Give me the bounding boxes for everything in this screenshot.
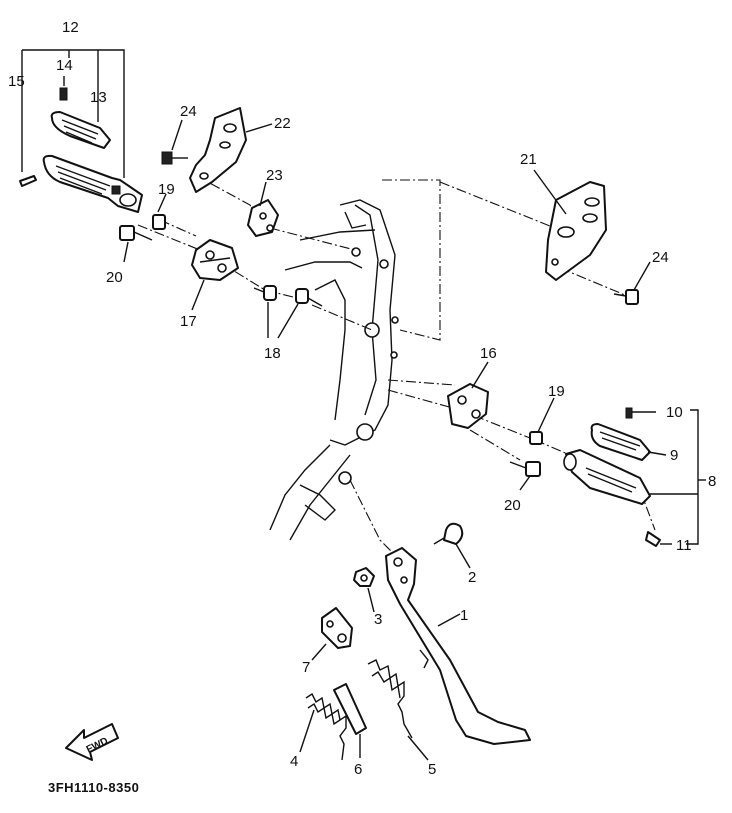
callout-18: 18 xyxy=(264,345,281,362)
callout-19-upper: 19 xyxy=(158,181,175,198)
callout-17: 17 xyxy=(180,313,197,330)
callout-labels: 1 2 3 4 5 6 7 8 9 10 11 12 13 14 15 16 1… xyxy=(8,19,716,778)
callout-2: 2 xyxy=(468,569,476,586)
footrest-13 xyxy=(50,111,111,149)
callout-1: 1 xyxy=(460,607,468,624)
callout-16: 16 xyxy=(480,345,497,362)
callout-19-lower: 19 xyxy=(548,383,565,400)
bracket-17 xyxy=(191,239,239,281)
footrest-12 xyxy=(42,154,143,213)
callout-15: 15 xyxy=(8,73,25,90)
bolts-18 xyxy=(253,285,323,307)
plate-7 xyxy=(321,607,353,649)
pin-11 xyxy=(645,531,661,547)
forward-arrow-icon: FWD xyxy=(65,723,119,761)
callout-9: 9 xyxy=(670,447,678,464)
callout-20-upper: 20 xyxy=(106,269,123,286)
bracket-22 xyxy=(189,107,247,193)
pin-15 xyxy=(19,175,37,187)
sleeve-6 xyxy=(333,683,367,735)
callout-12: 12 xyxy=(62,19,79,36)
spring-4 xyxy=(305,692,347,761)
callout-24-upper: 24 xyxy=(180,103,197,120)
callout-8: 8 xyxy=(708,473,716,490)
footrest-8 xyxy=(563,449,651,505)
callout-13: 13 xyxy=(90,89,107,106)
collar-19-upper xyxy=(152,214,166,230)
spring-5 xyxy=(367,659,413,739)
bolt-20-upper xyxy=(119,225,153,241)
plate-21 xyxy=(545,181,607,281)
callout-14: 14 xyxy=(56,57,73,74)
footrest-9 xyxy=(590,423,651,461)
side-stand-1 xyxy=(385,547,531,745)
callout-22: 22 xyxy=(274,115,291,132)
callout-11: 11 xyxy=(676,537,692,554)
callout-10: 10 xyxy=(666,404,683,421)
clip-10 xyxy=(625,407,633,419)
callout-6: 6 xyxy=(354,761,362,778)
callout-23: 23 xyxy=(266,167,283,184)
bolt-24-upper xyxy=(161,151,188,165)
frame-structure xyxy=(269,199,399,541)
bolt-2 xyxy=(433,522,464,545)
bracket-16 xyxy=(447,383,489,429)
nut-3 xyxy=(353,567,375,587)
callout-5: 5 xyxy=(428,761,436,778)
bolt-24-lower xyxy=(613,289,639,305)
leader-lines xyxy=(21,49,706,761)
clip-14 xyxy=(59,87,68,101)
collar-19-lower xyxy=(529,431,543,445)
callout-7: 7 xyxy=(302,659,310,676)
bracket-23 xyxy=(247,199,279,237)
callout-3: 3 xyxy=(374,611,382,628)
callout-20-lower: 20 xyxy=(504,497,521,514)
callout-4: 4 xyxy=(290,753,298,770)
callout-24-lower: 24 xyxy=(652,249,669,266)
drawing-code: 3FH1110-8350 xyxy=(48,780,139,795)
callout-21: 21 xyxy=(520,151,537,168)
bolt-20-lower xyxy=(509,461,541,477)
